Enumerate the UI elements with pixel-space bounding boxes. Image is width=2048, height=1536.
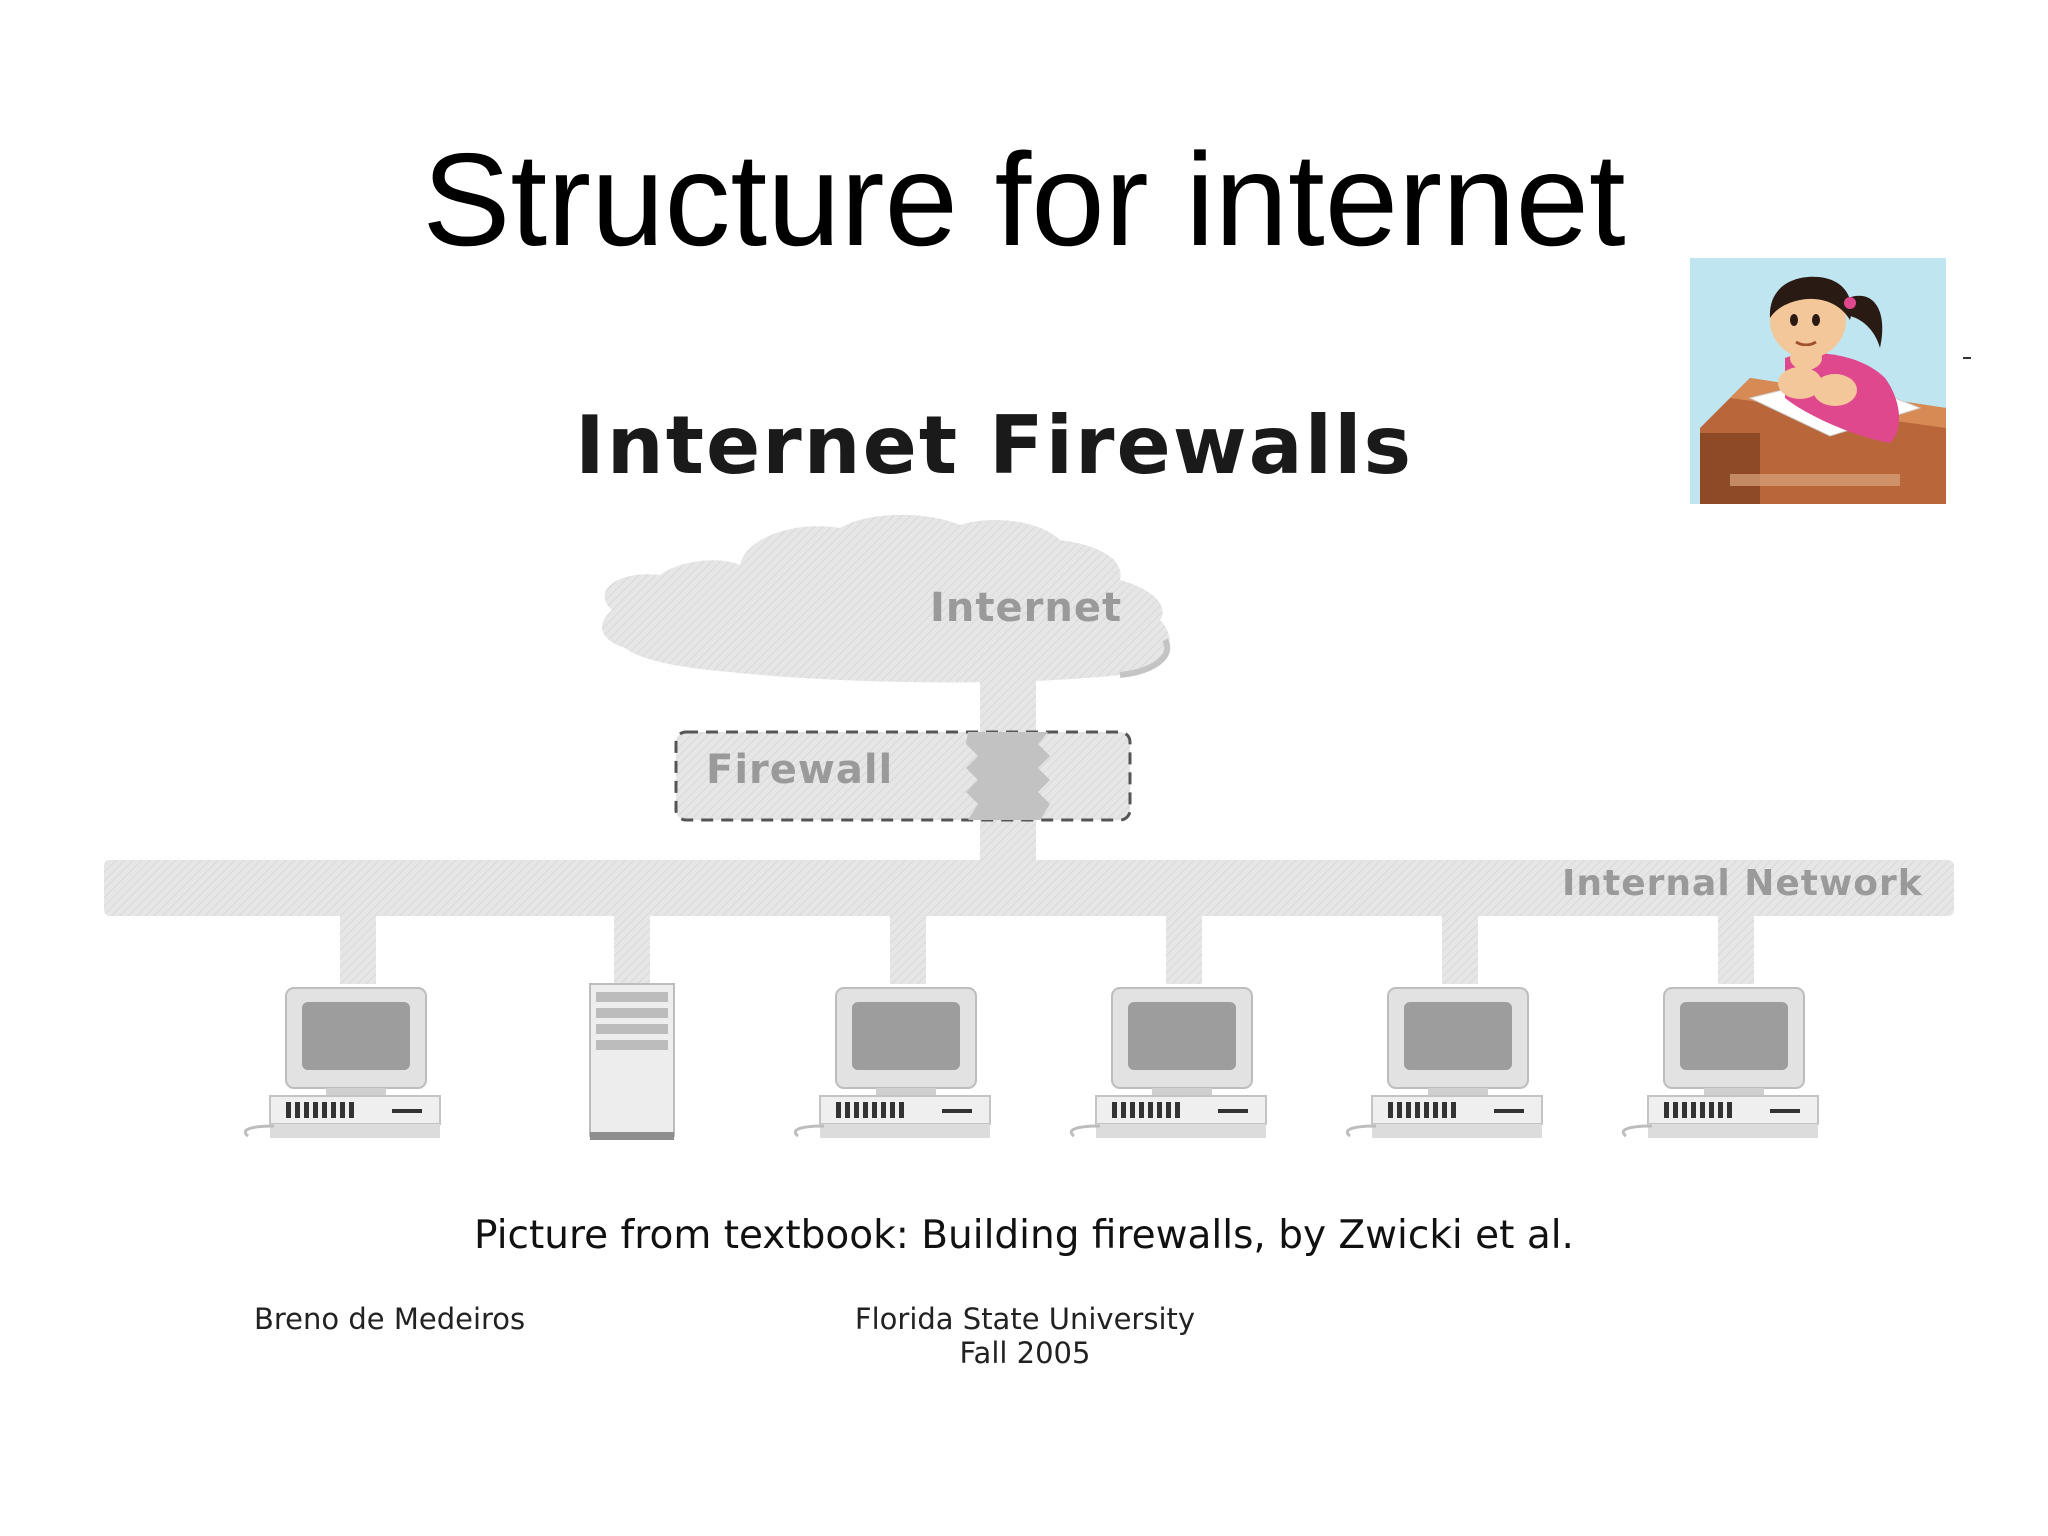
internet-cloud [602, 514, 1171, 683]
firewall-zigzag-icon [966, 732, 1050, 820]
internet-cloud-label: Internet [930, 585, 1123, 631]
footer-institution-block: Florida State University Fall 2005 [780, 1302, 1270, 1370]
workstation-icon [793, 987, 991, 1138]
internal-network-label: Internal Network [1562, 863, 1923, 904]
server-tower-icon [589, 983, 675, 1140]
firewall-box [674, 730, 1132, 822]
diagram-title: Internet Firewalls [575, 399, 1414, 492]
workstation-icon [1345, 987, 1543, 1138]
footer-author: Breno de Medeiros [254, 1302, 526, 1336]
slide-title: Structure for internet [422, 126, 1626, 273]
workstation-icon [243, 987, 441, 1138]
girl-thinking-at-desk-icon [1690, 258, 1946, 504]
footer-institution: Florida State University [854, 1302, 1196, 1336]
workstation-icon [1069, 987, 1267, 1138]
internal-network-bus [104, 860, 1954, 916]
stray-dash-mark [1963, 357, 1971, 359]
workstation-icon [1621, 987, 1819, 1138]
footer-term: Fall 2005 [959, 1336, 1091, 1370]
firewall-label: Firewall [706, 747, 894, 793]
picture-caption: Picture from textbook: Building firewall… [474, 1213, 1574, 1258]
